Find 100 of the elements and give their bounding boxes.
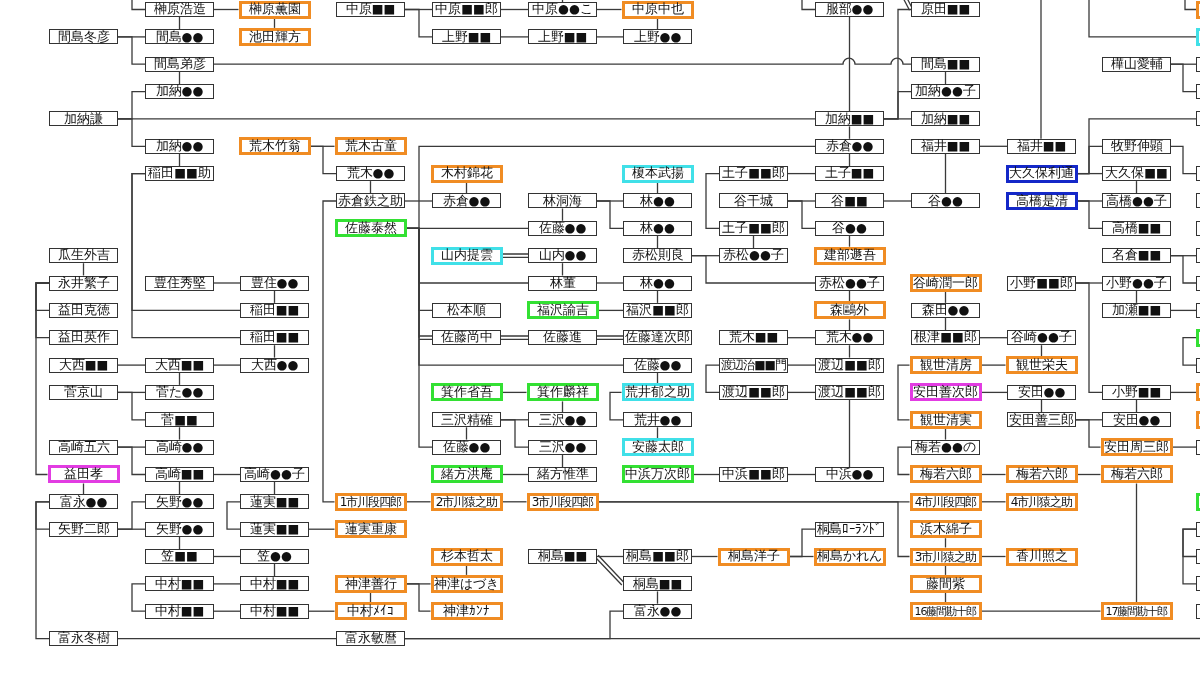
name-box: 佐藤●● <box>528 220 597 236</box>
partial-box <box>1196 439 1200 455</box>
connector-line <box>117 528 146 530</box>
name-box: 富永冬樹 <box>49 631 118 647</box>
connector-line <box>308 610 336 612</box>
partial-box <box>1196 302 1200 318</box>
name-box: 佐藤進 <box>528 330 597 346</box>
connector-line <box>404 200 433 202</box>
name-box: 稲田■■ <box>240 302 309 318</box>
name-box: 加納●● <box>145 138 214 154</box>
connector-line <box>117 364 146 366</box>
partial-box <box>1196 521 1200 537</box>
name-box: 菅京山 <box>49 384 118 400</box>
partial-box <box>1196 328 1200 347</box>
name-box: 松本順 <box>432 302 501 318</box>
connector-line <box>848 399 851 468</box>
connector-line <box>979 145 1008 147</box>
name-box: 赤松●●子 <box>719 248 788 264</box>
name-box: 大西●● <box>240 357 309 373</box>
name-box: 安田●● <box>1007 384 1076 400</box>
name-box: 中原■■ <box>336 2 405 17</box>
connector-line <box>213 583 241 585</box>
name-box: 渡辺■■郎 <box>815 357 884 373</box>
connector-line <box>35 501 50 640</box>
connector-line <box>609 391 624 421</box>
name-box: 谷●● <box>815 220 884 236</box>
name-box: 中原中也 <box>621 0 694 19</box>
connector-line <box>1182 528 1197 585</box>
name-box: 谷干城 <box>719 193 788 209</box>
name-box: 藤間紫 <box>909 574 982 593</box>
name-box: 矢野●● <box>145 521 214 537</box>
connector-line <box>897 364 911 421</box>
connector-line <box>1170 145 1197 175</box>
connector-line <box>213 610 241 612</box>
connector-line <box>980 391 1008 394</box>
name-box: 高崎●● <box>145 439 214 455</box>
name-box: 桐島洋子 <box>717 547 790 566</box>
connector-line <box>1182 337 1197 366</box>
name-box: 荒木竹翁 <box>238 137 311 156</box>
connector-line <box>1040 0 1042 140</box>
name-box: 桐島かれん <box>813 547 886 566</box>
partial-box <box>1196 549 1200 564</box>
name-box: 荒木●● <box>815 330 884 346</box>
connector-line <box>901 0 914 11</box>
name-box: 小野■■ <box>1102 384 1171 400</box>
name-box: 大久保■■ <box>1102 166 1171 182</box>
partial-box <box>1196 27 1200 46</box>
name-box: 加納■■ <box>911 111 980 127</box>
connector-line <box>691 255 816 284</box>
connector-line <box>801 0 816 11</box>
name-box: 箕作麟祥 <box>526 383 599 402</box>
name-box: 蓮実重康 <box>334 520 407 539</box>
name-box: 中原●●こ <box>528 2 597 17</box>
name-box: 荒木古童 <box>334 137 407 156</box>
connector-line <box>501 253 529 259</box>
name-box: 赤松●●子 <box>815 275 884 291</box>
connector-line <box>322 200 337 503</box>
connector-line <box>131 583 146 612</box>
connector-line <box>596 36 624 38</box>
connector-line <box>1076 200 1103 229</box>
name-box: 谷●● <box>911 193 980 209</box>
name-box: 榊原薫園 <box>238 0 311 19</box>
connector-line <box>213 282 241 284</box>
name-box: 福井■■ <box>911 138 980 154</box>
name-box: 1市川段四郎 <box>334 492 407 511</box>
connector-line <box>787 364 816 366</box>
connector-line <box>404 637 1200 640</box>
connector-line <box>944 153 947 195</box>
connector-line <box>596 335 624 341</box>
name-box: 林●● <box>623 220 692 236</box>
name-box: 桐島ﾛｰﾗﾝﾄﾞ <box>815 521 884 537</box>
name-box: 浜木綿子 <box>909 520 982 539</box>
connector-line <box>980 473 1007 476</box>
name-box: 観世清実 <box>909 410 982 429</box>
name-box: 梅若●●の <box>911 439 980 455</box>
name-box: 池田輝方 <box>238 27 311 46</box>
name-box: 中村ﾒｲｺ <box>334 602 407 621</box>
connector-line <box>897 446 912 476</box>
name-box: 蓮実■■ <box>240 521 309 537</box>
connector-line <box>596 282 624 284</box>
connector-line <box>787 200 816 229</box>
name-box: 観世栄夫 <box>1005 356 1078 375</box>
connector-line <box>405 501 432 503</box>
connector-line <box>980 364 1007 366</box>
connector-line <box>787 337 816 339</box>
name-box: 上野●● <box>623 29 692 45</box>
name-box: 杉本哲太 <box>430 547 503 566</box>
name-box: 加瀬■■ <box>1102 302 1171 318</box>
name-box: 蓮実■■ <box>240 494 309 510</box>
name-box: 林●● <box>623 275 692 291</box>
name-box: 佐藤泰然 <box>334 219 407 238</box>
connector-line <box>500 36 529 38</box>
name-box: 服部●● <box>815 2 884 17</box>
connector-line <box>226 501 241 530</box>
name-box: 谷■■ <box>815 193 884 209</box>
connector-line <box>597 501 911 558</box>
name-box: 観世清房 <box>909 356 982 375</box>
partial-box <box>1196 275 1200 291</box>
name-box: 林董 <box>528 275 597 291</box>
connector-line <box>596 555 624 558</box>
